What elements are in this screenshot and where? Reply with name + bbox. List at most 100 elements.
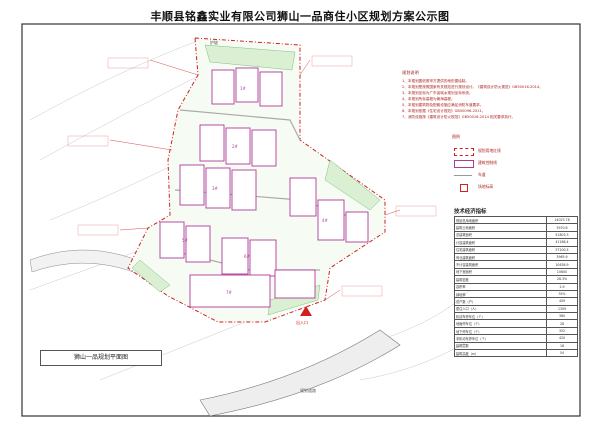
tech-row-value: 409: [546, 297, 578, 306]
note-item: 4、本规划所标高程为黄海高程。: [402, 97, 455, 101]
note-item: 3、本规划坐标为广东省城乡规划坐标系统。: [402, 91, 473, 95]
tech-row-label: 绿地率: [454, 289, 547, 299]
tech-row-value: 14023.78: [546, 215, 578, 225]
building-1-label: 1#: [240, 86, 247, 91]
tech-row-label: 规划总用地面积: [454, 215, 547, 225]
tech-row-label: 总户数（户）: [454, 297, 547, 306]
tech-row-value: 3970.6: [546, 223, 578, 232]
tech-row-label: 机动车停车位（个）: [454, 312, 547, 321]
building-7-label: 7#: [226, 290, 233, 295]
legend-title: 图例: [452, 134, 460, 139]
tech-row-value: 28.3%: [546, 275, 578, 284]
legend-label: 场地标高: [478, 184, 494, 189]
entrance-label: 出入口: [296, 320, 308, 325]
legend-item-redline: 规划用地红线: [452, 146, 592, 158]
tech-row-label: 建筑密度: [454, 275, 547, 284]
tech-row-label: 地面停车位（个）: [454, 319, 547, 328]
tech-row-value: 420: [546, 334, 578, 343]
tech-row-value: 28: [546, 319, 578, 328]
tech-row: 地下停车位（个）352: [454, 326, 578, 336]
tech-row-value: 2.9: [546, 282, 578, 291]
building-4-label: 4#: [322, 218, 329, 223]
building-labels: 1# 2# 3# 4# 5# 6# 7#: [182, 86, 329, 295]
road-swatch: [454, 175, 472, 176]
legend-item-road: 车道: [452, 170, 592, 182]
legend-label: 规划用地红线: [478, 148, 501, 153]
road-label-north: 护坡: [210, 40, 218, 45]
tech-row: 建筑高度（m）54: [454, 349, 578, 358]
legend-label: 车道: [478, 172, 486, 177]
tech-row-label: 建筑层数: [454, 341, 547, 351]
legend: 图例 规划用地红线 建筑控制线 车道 场地标高: [452, 134, 592, 194]
legend-item-building: 建筑控制线: [452, 158, 592, 170]
note-item: 5、本规划建筑物及配套设施应满足消防车道要求。: [402, 103, 484, 107]
building-4: [289, 177, 369, 243]
building-7: [189, 269, 316, 308]
tech-row-label: 非机动车停车位（个）: [454, 334, 547, 343]
building-3: [179, 164, 257, 211]
tech-row: 非机动车停车位（个）420: [454, 334, 578, 343]
tech-row: 总户数（户）409: [454, 297, 578, 306]
tech-row-label: 居住人口（人）: [454, 304, 547, 314]
tech-row-label: 商业建筑面积: [454, 252, 547, 262]
page-title: 丰顺县铭鑫实业有限公司狮山一品商住小区规划方案公示图: [150, 10, 450, 23]
note-item: 2、本规划是按照国家有关规范进行规划设计。《建筑设计防火规范》GB50016-2…: [402, 85, 543, 89]
tech-row: 居住人口（人）1309: [454, 304, 578, 314]
tech-row-value: 18: [546, 341, 578, 351]
coordinate-text: [67, 55, 437, 297]
plan-name-label: 狮山一品规划平面图: [40, 350, 162, 366]
tech-row-label: 计容建筑面积: [454, 238, 547, 247]
building-3-label: 3#: [212, 186, 219, 191]
entrance-marker: [300, 306, 312, 316]
building-swatch: [454, 160, 474, 168]
redline-swatch: [454, 148, 474, 156]
elevation-swatch: [460, 184, 468, 192]
tech-row-value: 54: [546, 349, 578, 358]
tech-row-label: 地下室面积: [454, 267, 547, 277]
building-6: [221, 237, 277, 277]
tech-row-label: 不计容建筑面积: [454, 260, 547, 269]
building-2-label: 2#: [232, 144, 239, 149]
tech-row-label: 容积率: [454, 282, 547, 291]
south-road: [199, 329, 401, 417]
tech-row-value: 51803.3: [546, 230, 578, 240]
note-item: 6、本规划依据《住宅设计规范》GB50096-2011。: [402, 109, 486, 113]
planning-notes: 规划说明 1、本规划图依照甲方提供的地形图绘制。 2、本规划是按照国家有关规范进…: [402, 70, 582, 120]
building-1: [211, 67, 283, 107]
tech-row-value: 380: [546, 312, 578, 321]
legend-item-elevation: 场地标高: [452, 182, 592, 194]
tech-row-label: 建筑高度（m）: [454, 349, 547, 358]
notes-heading: 规划说明: [402, 70, 419, 75]
tech-row-value: 41166.4: [546, 238, 578, 247]
road-label-south: 规划道路: [300, 388, 316, 393]
note-item: 1、本规划图依照甲方提供的地形图绘制。: [402, 79, 469, 83]
outer-border: [21, 23, 581, 417]
tech-row-value: 3965.9: [546, 252, 578, 262]
building-5: [159, 221, 211, 263]
tech-row-label: 住宅建筑面积: [454, 245, 547, 254]
tech-row-value: 352: [546, 326, 578, 336]
tech-row: 机动车停车位（个）380: [454, 312, 578, 321]
legend-label: 建筑控制线: [478, 160, 497, 165]
note-item: 7、消防设施按《建筑设计防火规范》GB50016-2014 相关要求执行。: [402, 115, 516, 119]
building-2: [199, 124, 277, 167]
tech-row-label: 地下停车位（个）: [454, 326, 547, 336]
buildings: [159, 67, 369, 308]
tech-row-value: 10600: [546, 267, 578, 277]
tech-row-value: 37200.5: [546, 245, 578, 254]
tech-row-label: 建筑占地面积: [454, 223, 547, 232]
